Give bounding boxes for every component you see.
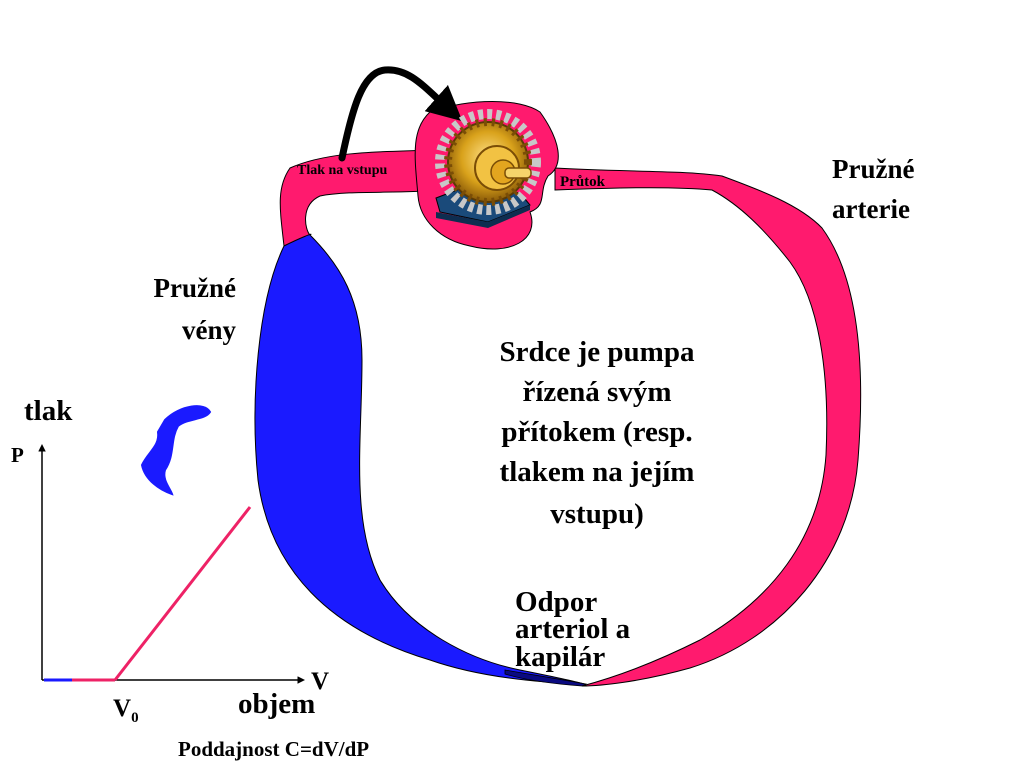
heart-description: Srdce je pumpa řízená svým přítokem (res… [500, 336, 695, 530]
veins-label-line1: Pružné [154, 273, 236, 303]
pressure-tube [338, 66, 463, 162]
heart-text-line: tlakem na jejím [500, 456, 695, 488]
inlet-pressure-label: Tlak na vstupu [297, 163, 387, 178]
arteries-label-line2: arterie [832, 194, 910, 224]
compliance-graph: tlak P V objem V0 Poddajnost C=dV/dP [11, 395, 369, 761]
heart-text-line: vstupu) [550, 498, 644, 530]
x-axis-label: objem [238, 688, 315, 720]
compliance-caption: Poddajnost C=dV/dP [178, 737, 369, 761]
veins-label-line2: vény [182, 315, 237, 345]
pump-motor-icon [435, 109, 541, 228]
arteries-label-line1: Pružné [832, 154, 914, 184]
resistance-text-line: Odpor [515, 586, 597, 618]
compliance-line [113, 506, 252, 681]
heart-text-line: Srdce je pumpa [500, 336, 695, 368]
heart-text-line: přítokem (resp. [501, 416, 692, 448]
y-axis-symbol: P [11, 443, 24, 467]
resistance-text-line: kapilár [515, 641, 605, 673]
v0-label: V0 [113, 695, 139, 726]
vein-squiggle [140, 405, 212, 496]
x-axis-symbol: V [311, 668, 329, 695]
resistance-text-line: arteriol a [515, 613, 631, 645]
heart-text-line: řízená svým [523, 376, 672, 408]
vein-vessel [254, 233, 585, 685]
flow-label: Průtok [560, 174, 606, 190]
y-axis-label: tlak [24, 395, 73, 427]
resistance-label: Odpor arteriol a kapilár [515, 586, 631, 673]
capillary-junction [504, 669, 588, 687]
